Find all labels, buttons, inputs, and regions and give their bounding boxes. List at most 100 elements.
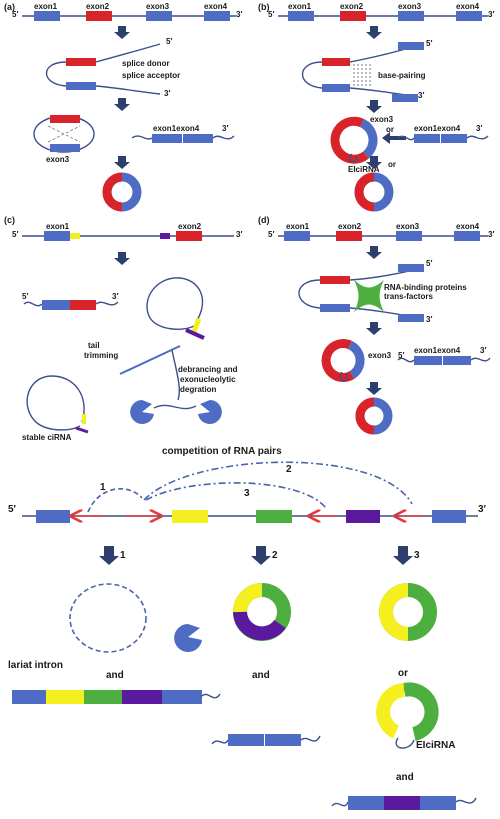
- panel-b-linear-tail-left: [397, 135, 415, 141]
- panel-b-fold-exon3: [322, 84, 350, 92]
- panel-e-exon-left: [36, 510, 70, 523]
- panel-d-circ-exon-label: exon3: [368, 351, 392, 360]
- and-label-1: and: [106, 670, 124, 681]
- panel-a-three-prime: 3′: [236, 10, 242, 19]
- linear-product-2: [211, 734, 321, 746]
- panel-d-exon4-label: exon4: [456, 222, 480, 231]
- panel-d-eici-red: [321, 339, 355, 383]
- panel-b: (b) 5′ 3′ exon1 exon2 exon3 exon4 5′ 3′ …: [258, 2, 494, 212]
- panel-a-linear-three-prime: 3′: [222, 124, 228, 133]
- linear-2-tail-left: [211, 739, 229, 745]
- panel-d-five-prime: 5′: [268, 230, 274, 239]
- panel-e-five-prime: 5′: [8, 504, 17, 515]
- panel-b-eici-blue: [359, 118, 378, 159]
- panel-e-purple-exon: [346, 510, 380, 523]
- panel-b-exon4-label: exon4: [456, 2, 480, 11]
- eici-3-yellow: [376, 683, 405, 739]
- panel-a-exon4-box: [204, 11, 230, 21]
- panel-d-linear-exon1: [414, 356, 442, 365]
- outcome-arrow-2: [251, 546, 271, 565]
- panel-d-exon3-label: exon3: [396, 222, 420, 231]
- panel-b-circ-exon-label: exon3: [370, 115, 394, 124]
- panel-b-linear-exon1: [414, 134, 440, 143]
- linear-1-seg-4: [122, 690, 162, 704]
- panel-d-three-prime: 3′: [488, 230, 494, 239]
- panel-a-circrna: [102, 172, 142, 212]
- rbp-label-2: trans-factors: [384, 292, 433, 301]
- linear-1-seg-3: [84, 690, 122, 704]
- panel-b-arrow-left: [382, 132, 406, 144]
- panel-c-stable-yellow: [82, 414, 86, 424]
- panel-a-strand-top: [95, 43, 161, 63]
- outcome-arrow-3: [393, 546, 413, 565]
- panel-d-fold-exon-upper: [398, 264, 424, 272]
- panel-c-linear-tail-right: [95, 301, 119, 306]
- panel-b-exon2-label: exon2: [340, 2, 364, 11]
- panel-d-linear-five-prime: 5′: [398, 351, 404, 360]
- panel-a-exon3-label: exon3: [146, 2, 170, 11]
- panel-d-fold-five-prime: 5′: [426, 259, 432, 268]
- panel-b-loop: [302, 61, 323, 89]
- panel-e: competition of RNA pairs 5′ 3′ 1 2 3 1 2…: [8, 446, 487, 810]
- linear-3-seg-2: [384, 796, 420, 810]
- outcome-arrow-1: [99, 546, 119, 565]
- panel-a-linear-tail-left: [131, 135, 153, 140]
- panel-b-circrna: [354, 172, 394, 212]
- panel-c-three-prime: 3′: [236, 230, 242, 239]
- pair-1-label: 1: [100, 482, 106, 493]
- panel-d-linear-label: exon1exon4: [414, 346, 461, 355]
- panel-d-fold-three-prime: 3′: [426, 315, 432, 324]
- panel-e-yellow-exon: [172, 510, 208, 523]
- panel-a-exon3-box: [146, 11, 172, 21]
- linear-2-seg-2: [265, 734, 301, 746]
- panel-b-exon1-box: [288, 11, 314, 21]
- panel-b-arrow-2: [366, 100, 382, 113]
- eici-3-intron: [395, 737, 415, 749]
- rna-binding-protein-icon: [354, 280, 384, 312]
- panel-c-five-prime: 5′: [12, 230, 18, 239]
- panel-a-exon2-label: exon2: [86, 2, 110, 11]
- panel-a-five-prime: 5′: [12, 10, 18, 19]
- panel-b-fold-exon2: [322, 58, 350, 66]
- panel-b-exon3-label: exon3: [398, 2, 422, 11]
- panel-b-tag: (b): [258, 2, 270, 12]
- outcome-2-label: 2: [272, 550, 278, 561]
- panel-c-degraded-strand: [153, 404, 197, 410]
- panel-a-arrow-1: [114, 26, 130, 39]
- panel-d-loop: [298, 279, 321, 309]
- panel-c-linear-three-prime: 3′: [112, 292, 118, 301]
- panel-c-lariat-loop: [146, 277, 204, 330]
- panel-b-fold-exon-lower: [392, 94, 418, 102]
- panel-b-exon4-box: [456, 11, 482, 21]
- panel-d-exon4-box: [454, 231, 480, 241]
- eicirna-label: EIciRNA: [416, 740, 455, 751]
- panel-a: (a) 5′ 3′ exon1 exon2 exon3 exon4 5′ 3′ …: [4, 2, 242, 212]
- panel-c-arrow-1: [114, 252, 130, 265]
- panel-a-lariat-exon3: [50, 144, 80, 152]
- panel-c-exon2-box: [176, 231, 202, 241]
- panel-c-enzyme-right: [198, 400, 222, 424]
- panel-c-lariat-yellow: [191, 317, 202, 333]
- panel-c-tag: (c): [4, 215, 15, 225]
- linear-product-1: [12, 690, 221, 704]
- panel-a-lariat-dashes: [47, 125, 81, 143]
- panel-d-arrow-1: [366, 246, 382, 259]
- panel-b-fold-exon-upper: [398, 42, 424, 50]
- panel-a-exon2-box: [86, 11, 112, 21]
- panel-d-eici-intron: [339, 371, 348, 382]
- competition-title: competition of RNA pairs: [162, 446, 282, 457]
- panel-d-linear-three-prime: 3′: [480, 346, 486, 355]
- panel-b-linear-tail-right: [466, 135, 489, 140]
- panel-d-exon3-box: [396, 231, 422, 241]
- panel-b-arrow-3: [366, 156, 382, 169]
- panel-d-exon2-box: [336, 231, 362, 241]
- circrna-two-exon: [379, 583, 437, 641]
- panel-b-three-prime: 3′: [488, 10, 494, 19]
- panel-c-linear-tail-left: [23, 301, 43, 307]
- panel-b-circ-red: [354, 172, 375, 212]
- panel-d-arrow-3: [366, 382, 382, 395]
- linear-3-tail-right: [455, 797, 477, 804]
- outcome-3-label: 3: [414, 550, 420, 561]
